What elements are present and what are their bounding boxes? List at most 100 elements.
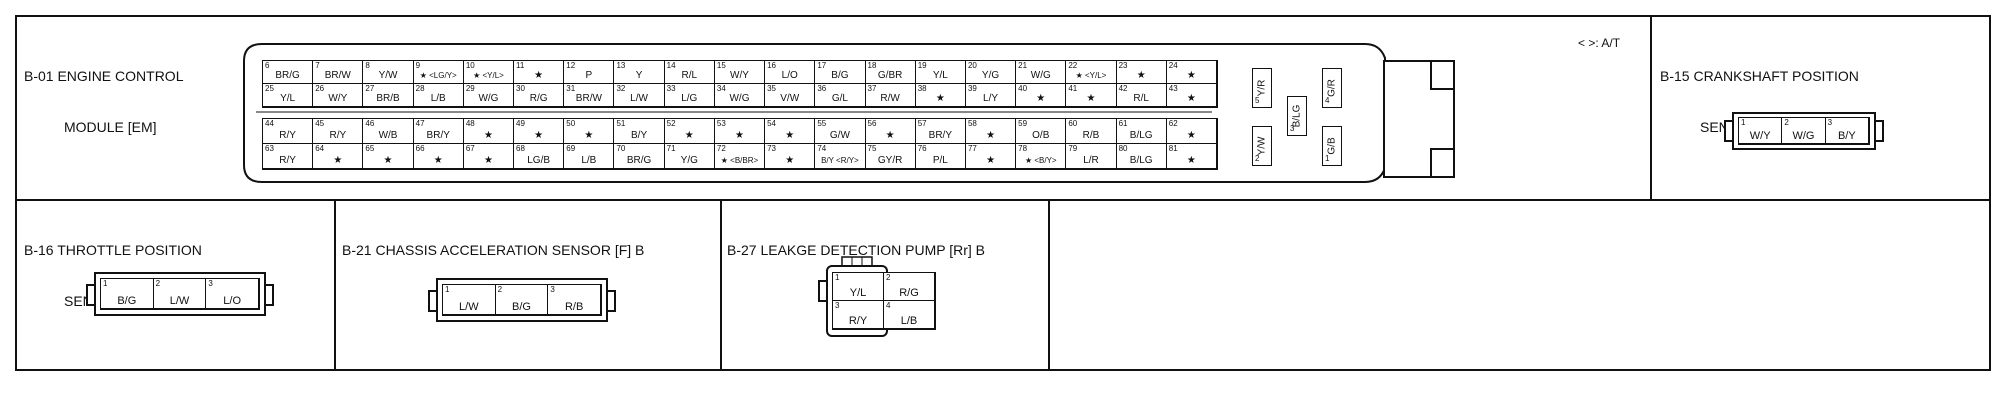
b27-title-line1: B-27 LEAKGE DETECTION PUMP [Rr] B: [727, 242, 986, 258]
wire-color: G/L: [831, 93, 848, 104]
pin-number: 10: [465, 61, 475, 70]
wire-color: LG/B: [527, 155, 551, 166]
wire-color: L/G: [681, 93, 698, 104]
ecm-pin-65: 65★: [363, 144, 414, 169]
pin-number: 56: [867, 119, 877, 128]
wire-color: BR/Y: [928, 130, 952, 141]
pin-number: 66: [415, 144, 425, 153]
pin-number: 21: [1018, 61, 1028, 70]
pin-number: 58: [967, 119, 977, 128]
pin-number: 43: [1168, 84, 1178, 93]
wire-color: B/Y: [631, 130, 648, 141]
wire-color: GY/R: [877, 155, 903, 166]
pin-number: 49: [516, 119, 525, 128]
wire-color: ★: [534, 130, 544, 141]
pin-number: 2: [886, 273, 891, 282]
pin-number: 71: [666, 144, 676, 153]
wire-color: ★: [483, 155, 493, 166]
wire-color: ★: [1086, 93, 1096, 104]
ecm-pin-38: 38★: [915, 84, 966, 107]
wire-color: R/G: [529, 93, 548, 104]
pin-number: 64: [315, 144, 325, 153]
pin-number: 68: [516, 144, 525, 153]
pin-number: 25: [265, 84, 274, 93]
wire-color: Y: [635, 70, 643, 81]
pin-number: 14: [666, 61, 676, 70]
pin-number: 28: [415, 84, 425, 93]
b01-title-line2: MODULE [EM]: [64, 119, 157, 135]
wire-color: Y/L: [280, 93, 296, 104]
ecm-pin-52: 52★: [664, 119, 715, 144]
pin-number: 16: [767, 61, 776, 70]
pin-number: 4: [1325, 96, 1330, 105]
b27-title: B-27 LEAKGE DETECTION PUMP [Rr] B: [727, 208, 985, 293]
pin-number: 46: [365, 119, 375, 128]
wire-color: R/B: [1082, 130, 1100, 141]
wire-color: B/G: [117, 295, 137, 307]
wire-color: W/B: [378, 130, 398, 141]
wire-color: L/O: [223, 295, 242, 307]
ecm-pin-43: 43★: [1166, 84, 1217, 107]
wire-color: L/Y: [983, 93, 999, 104]
divider-b16-b21: [334, 199, 336, 371]
b01-title: B-01 ENGINE CONTROL MODULE [EM]: [24, 34, 183, 170]
pin-number: 32: [616, 84, 626, 93]
wire-color: BR/G: [626, 155, 652, 166]
wire-color: R/Y: [279, 130, 296, 141]
pin-number: 53: [716, 119, 726, 128]
pin-number: 29: [465, 84, 475, 93]
wire-color: BR/Y: [426, 130, 450, 141]
pin-number: 3: [835, 301, 840, 310]
at-legend: < >: A/T: [1578, 36, 1621, 50]
ecm-pin-41: 41★: [1066, 84, 1117, 107]
wire-color: L/B: [581, 155, 597, 166]
pin-number: 1: [103, 279, 108, 288]
wire-color: BR/W: [324, 70, 351, 81]
divider-b01-b15: [1650, 15, 1652, 200]
pin-number: 70: [616, 144, 626, 153]
pin-number: 69: [566, 144, 576, 153]
divider-top-bottom: [15, 199, 1991, 201]
pin-number: 8: [365, 61, 370, 70]
pin-number: 52: [666, 119, 676, 128]
pin-number: 20: [967, 61, 977, 70]
pin-number: 62: [1168, 119, 1178, 128]
wire-color: ★: [534, 70, 544, 81]
ecm-pin-58: 58★: [965, 119, 1017, 144]
wire-color: R/Y: [848, 315, 868, 327]
pin-number: 22: [1068, 61, 1078, 70]
pin-number: 60: [1068, 119, 1078, 128]
ecm-pin-22: 22★ <Y/L>: [1066, 61, 1117, 84]
pin-number: 2: [155, 279, 161, 288]
pin-number: 38: [917, 84, 927, 93]
wire-color: B/G: [831, 70, 849, 81]
pin-number: 73: [767, 144, 776, 153]
pin-number: 26: [315, 84, 325, 93]
pin-number: 9: [415, 61, 421, 70]
pin-number: 44: [265, 119, 274, 128]
wire-color: ★ <LG/Y>: [419, 71, 457, 80]
pin-number: 74: [817, 144, 827, 153]
pin-number: 1: [445, 285, 450, 294]
wire-color: W/Y: [730, 70, 749, 81]
wire-color: ★: [1186, 70, 1196, 81]
